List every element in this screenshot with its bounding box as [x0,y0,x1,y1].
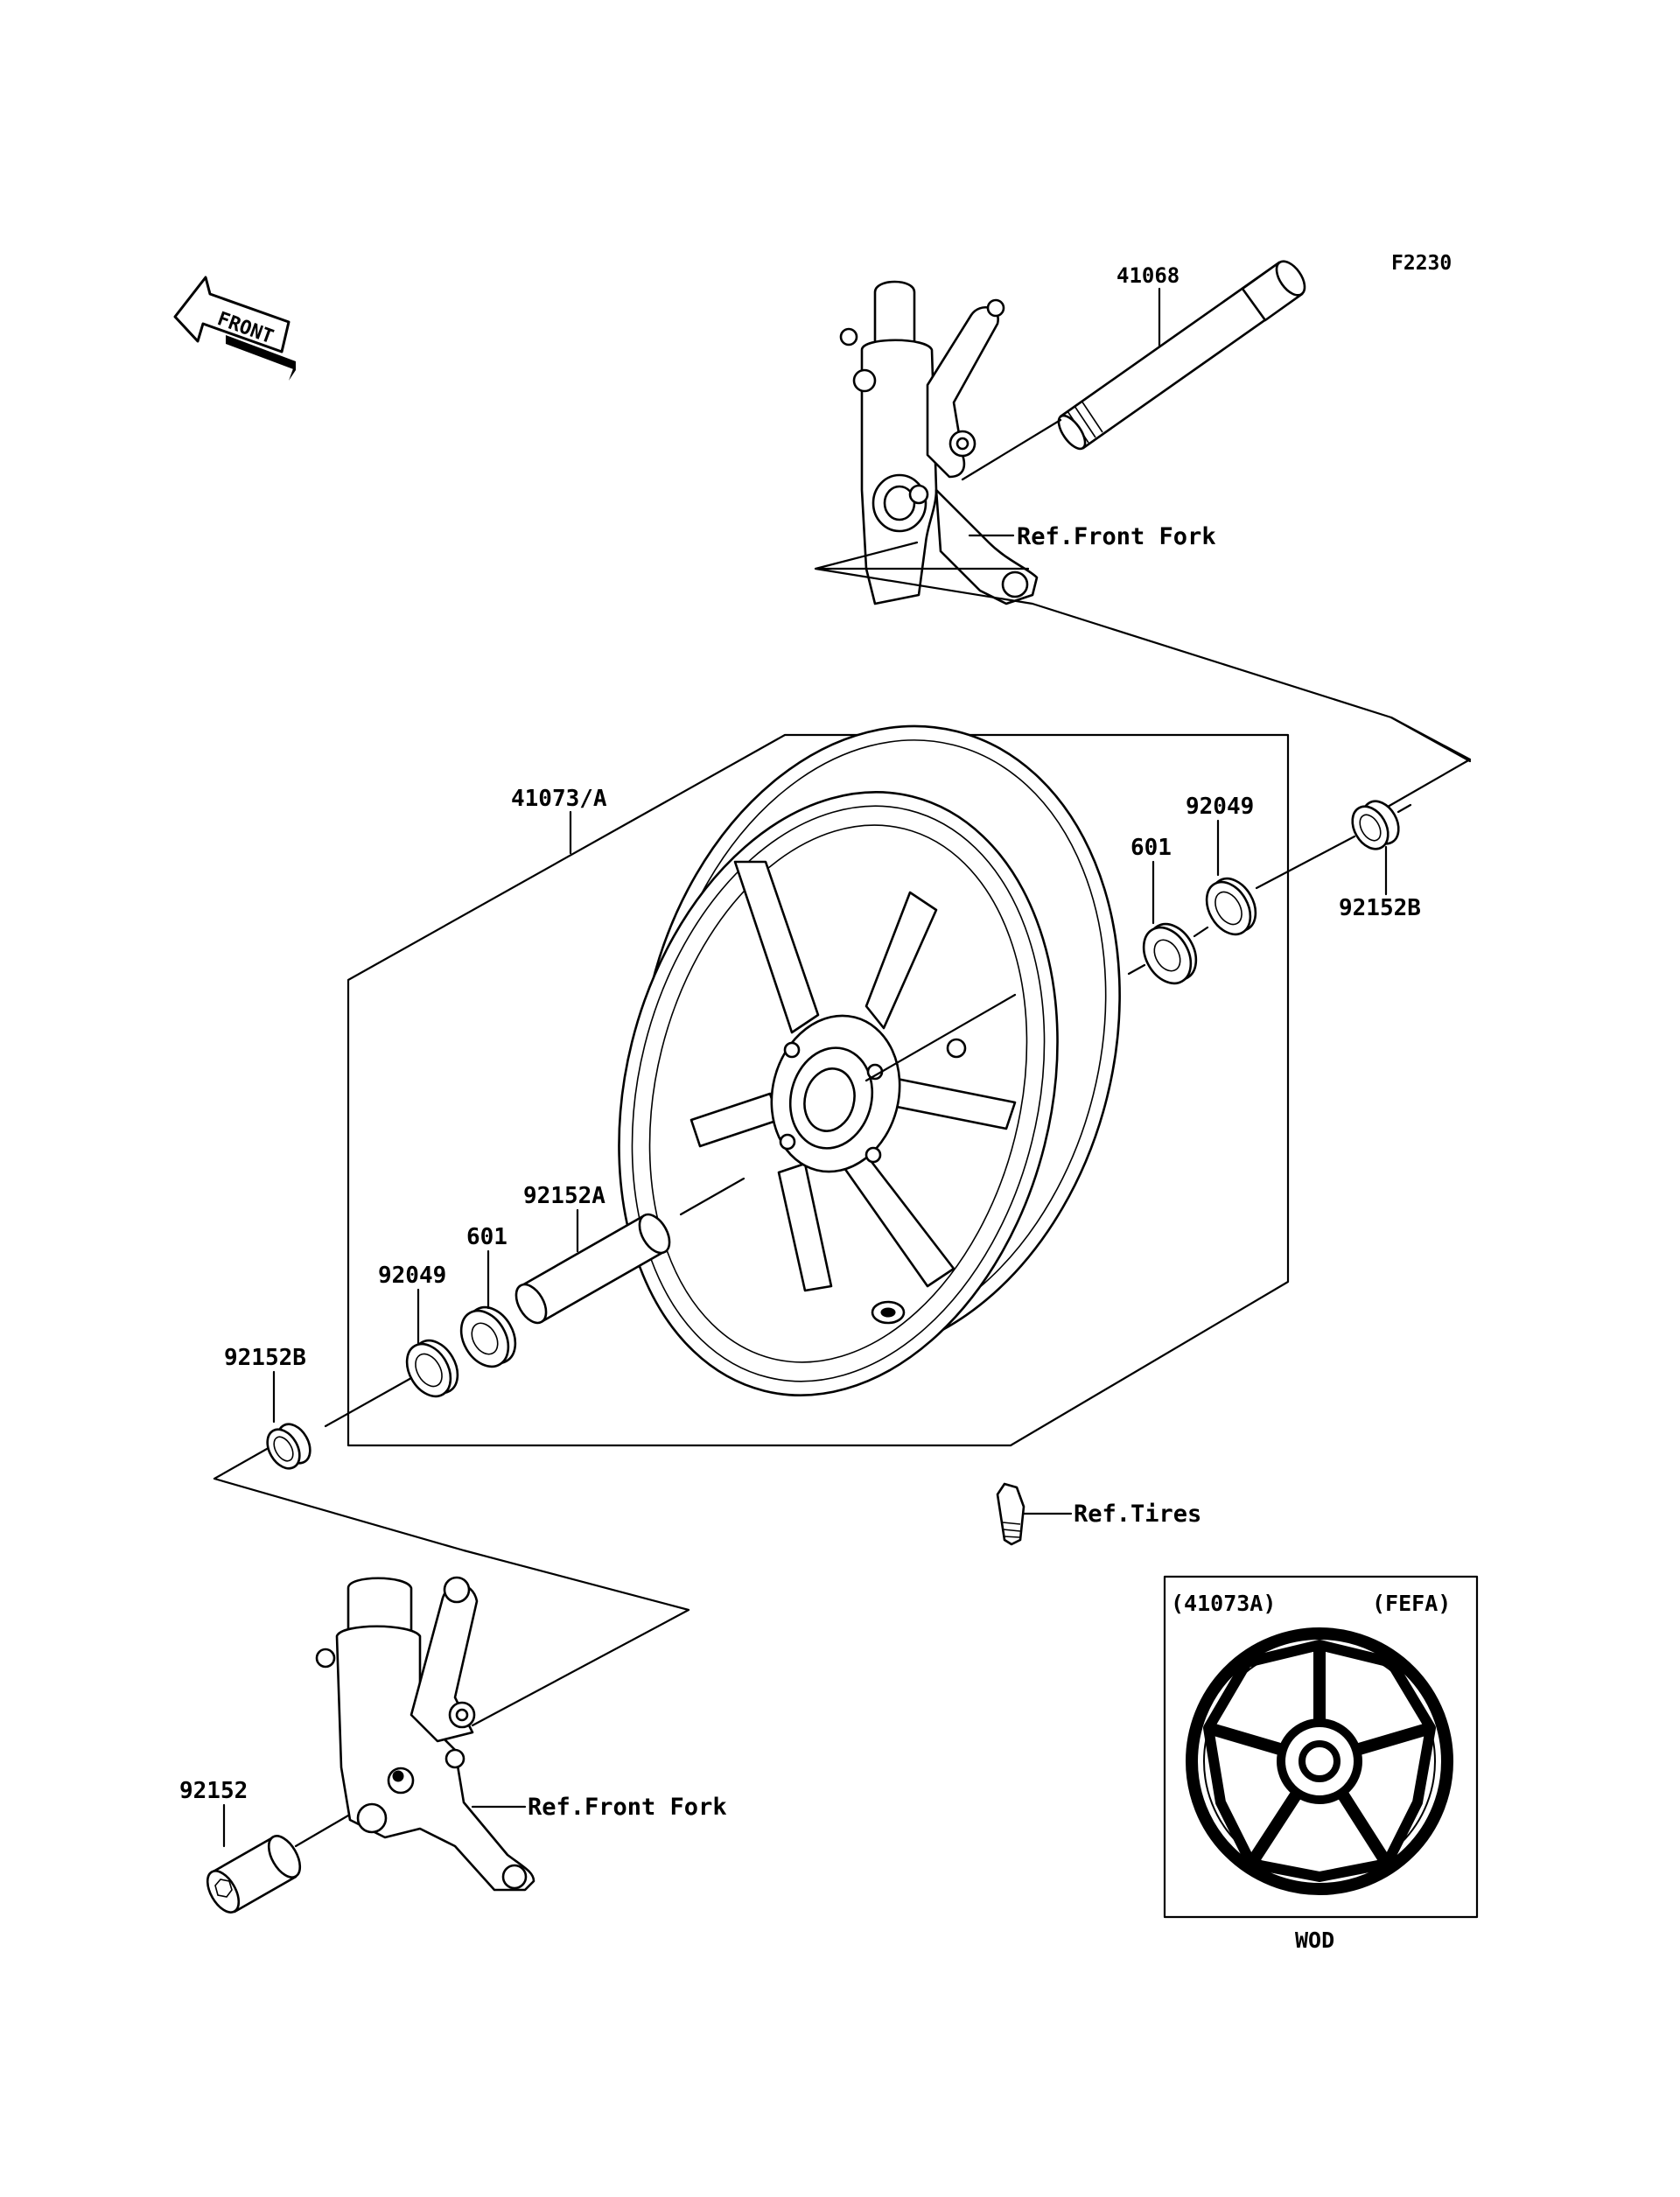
figure-code: F2230 [1391,252,1452,275]
callout-41073-a: 41073/A [511,786,607,812]
bottom-collar-92152-drawing [206,1835,302,1914]
front-fork-right-drawing [839,280,1039,605]
upper-assembly-plane [814,541,1472,763]
lower-assembly-plane [213,1444,690,1727]
callout-92152: 92152 [179,1778,248,1804]
callout-92049-left: 92049 [378,1263,446,1289]
left-bearing-601-drawing [459,1305,517,1368]
wheel-group-outline [346,733,1290,1447]
callout-92152b-left: 92152B [224,1345,306,1371]
front-fork-left-drawing [315,1576,536,1892]
callout-ref-front-fork-top: Ref.Front Fork [1017,523,1216,550]
callout-ref-front-fork-bottom: Ref.Front Fork [528,1794,727,1821]
left-collar-92152b-drawing [266,1423,312,1470]
color-inset-panel: (41073A) (FEFA) WOD [1163,1575,1479,1953]
right-collar-92152b-drawing [1351,800,1400,850]
front-wheel-drawing [618,724,1121,1396]
callout-92049-right: 92049 [1186,794,1254,820]
left-seal-92049-drawing [405,1339,459,1398]
inset-color-caption: WOD [1295,1928,1334,1953]
right-seal-92049-drawing [1205,877,1257,936]
inset-wheel-icon [1186,1627,1453,1895]
upper-plane-edge [1386,716,1472,808]
callout-ref-tires: Ref.Tires [1074,1501,1201,1528]
wheel-axis-line [864,993,1017,1082]
right-axis-line [1127,803,1412,976]
left-axis-line [324,1376,413,1428]
axle-dashed-leader [961,418,1062,481]
front-direction-arrow-icon: FRONT [173,276,296,381]
callout-92152b-right: 92152B [1339,895,1421,921]
callout-92152a: 92152A [523,1183,606,1209]
spacer-92152a-drawing [514,1213,671,1325]
front-axle-drawing [1057,260,1306,451]
wheel-axis-line-left [679,1177,746,1216]
valve-stem-drawing [996,1482,1026,1546]
right-bearing-601-drawing [1142,922,1198,985]
callout-601-left: 601 [466,1224,508,1250]
bottom-axis-line [294,1814,350,1848]
callout-41068: 41068 [1116,263,1180,288]
inset-part-number: (41073A) [1171,1591,1276,1616]
inset-color-code: (FEFA) [1372,1591,1451,1616]
callout-601-right: 601 [1130,835,1172,861]
